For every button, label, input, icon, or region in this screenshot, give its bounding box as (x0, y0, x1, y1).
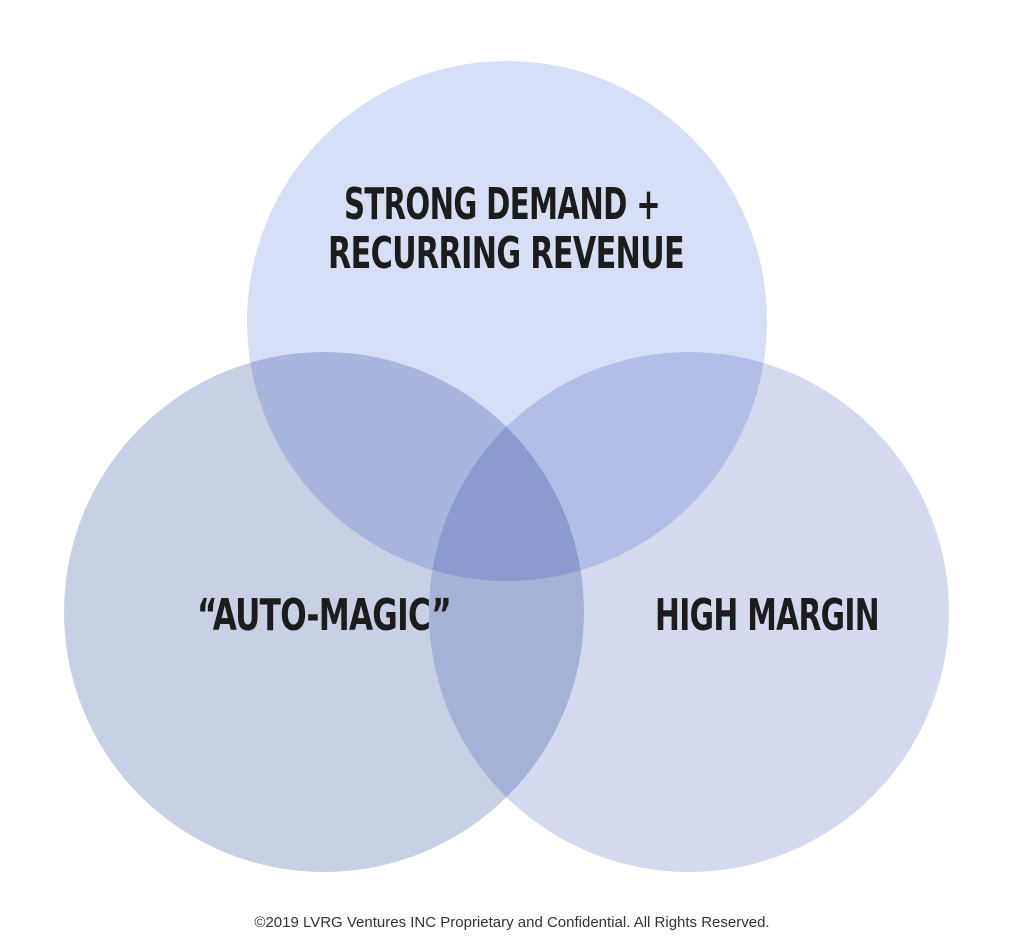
label-right: HIGH MARGIN (655, 590, 879, 641)
label-top-line-2: RECURRING REVENUE (328, 228, 684, 279)
venn-labels: STRONG DEMAND + RECURRING REVENUE “AUTO-… (197, 179, 880, 641)
circle-right (429, 352, 949, 872)
label-top-line-1: STRONG DEMAND + (344, 179, 660, 230)
venn-circles (64, 61, 949, 872)
copyright-footer: ©2019 LVRG Ventures INC Proprietary and … (254, 914, 770, 931)
label-left: “AUTO-MAGIC” (197, 590, 451, 641)
circle-left (64, 352, 584, 872)
